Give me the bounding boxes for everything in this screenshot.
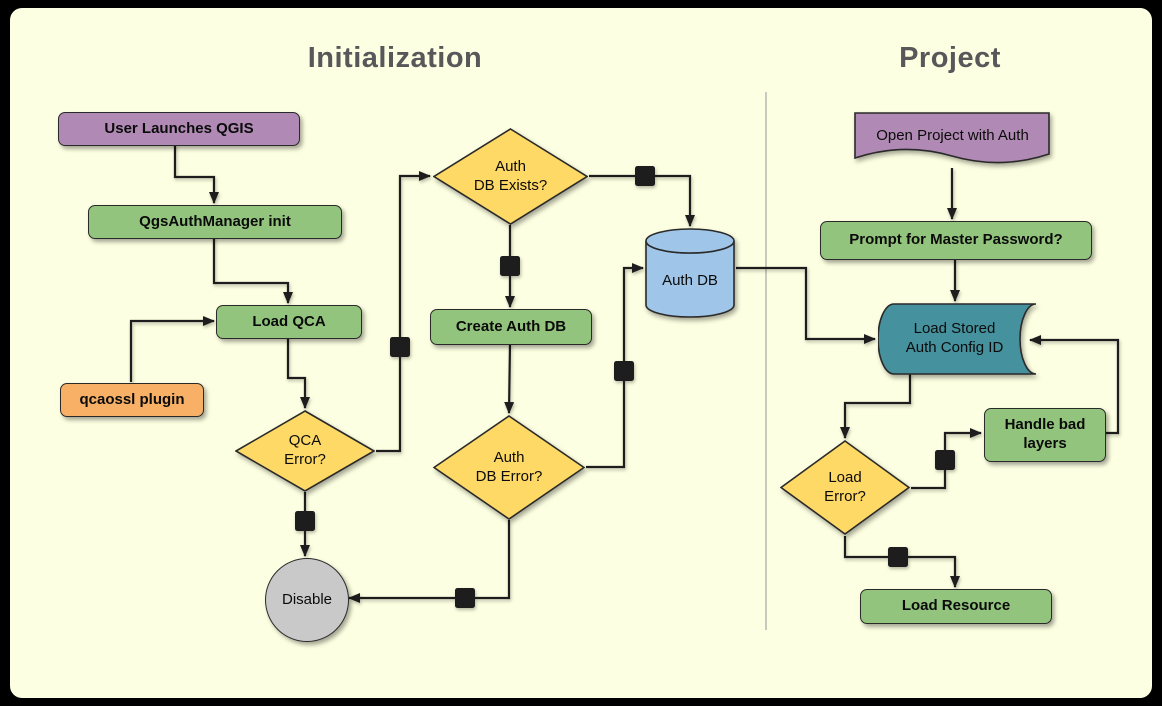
node-load-qca: Load QCA bbox=[216, 305, 362, 339]
node-disable: Disable bbox=[265, 558, 349, 642]
node-qgsauthmanager-init: QgsAuthManager init bbox=[88, 205, 342, 239]
diamond-shape bbox=[780, 440, 910, 535]
node-qcaossl-plugin: qcaossl plugin bbox=[60, 383, 204, 417]
node-open-project-with-auth: Open Project with Auth bbox=[854, 112, 1051, 168]
diamond-shape bbox=[235, 410, 375, 492]
edge-qcaerror-to-authdbexists bbox=[376, 171, 431, 453]
edge-authdb-to-loadstored bbox=[736, 266, 876, 344]
edge-init-to-loadqca bbox=[212, 237, 293, 304]
edge-user-to-init bbox=[173, 144, 219, 204]
node-handle-bad-layers: Handle bad layers bbox=[984, 408, 1106, 462]
node-label: qcaossl plugin bbox=[79, 390, 185, 408]
junction-square bbox=[455, 588, 475, 608]
document-shape bbox=[854, 112, 1050, 164]
node-user-launches-qgis: User Launches QGIS bbox=[58, 112, 300, 146]
node-create-auth-db: Create Auth DB bbox=[430, 309, 592, 345]
junction-square bbox=[888, 547, 908, 567]
edge-qcaossl-to-loadqca bbox=[129, 316, 215, 382]
edge-create-to-authdberror bbox=[504, 343, 515, 414]
node-label: Load QCA bbox=[252, 312, 326, 330]
node-label: Disable bbox=[281, 590, 333, 608]
section-title-project: Project bbox=[899, 42, 1001, 74]
node-label: Prompt for Master Password? bbox=[849, 231, 1063, 249]
junction-square bbox=[614, 361, 634, 381]
database-cylinder-shape bbox=[645, 228, 735, 318]
node-label: QgsAuthManager init bbox=[139, 212, 291, 230]
section-divider bbox=[765, 92, 767, 630]
node-label: layers bbox=[1023, 435, 1067, 452]
junction-square bbox=[500, 256, 520, 276]
node-label: User Launches QGIS bbox=[104, 119, 254, 137]
stored-data-shape bbox=[878, 303, 1037, 375]
node-prompt-master-password: Prompt for Master Password? bbox=[820, 221, 1092, 260]
node-label: Load Resource bbox=[901, 597, 1011, 615]
junction-square bbox=[635, 166, 655, 186]
edge-handlebad-to-loadstored bbox=[1029, 335, 1120, 435]
node-label: Handle bad bbox=[1004, 416, 1086, 434]
junction-square bbox=[935, 450, 955, 470]
section-title-initialization: Initialization bbox=[307, 42, 483, 74]
diamond-shape bbox=[433, 128, 588, 225]
edge-loadqca-to-qcaerror bbox=[286, 338, 310, 409]
node-load-resource: Load Resource bbox=[860, 589, 1052, 624]
node-auth-db: Auth DB bbox=[645, 228, 735, 318]
edge-authdberror-to-disable bbox=[348, 520, 511, 603]
junction-square bbox=[295, 511, 315, 531]
edge-authdbexists-to-authdb bbox=[589, 174, 695, 227]
diamond-shape bbox=[433, 415, 585, 520]
node-label: Create Auth DB bbox=[455, 317, 567, 335]
junction-square bbox=[390, 337, 410, 357]
edge-loadstored-to-loaderror bbox=[840, 374, 912, 439]
